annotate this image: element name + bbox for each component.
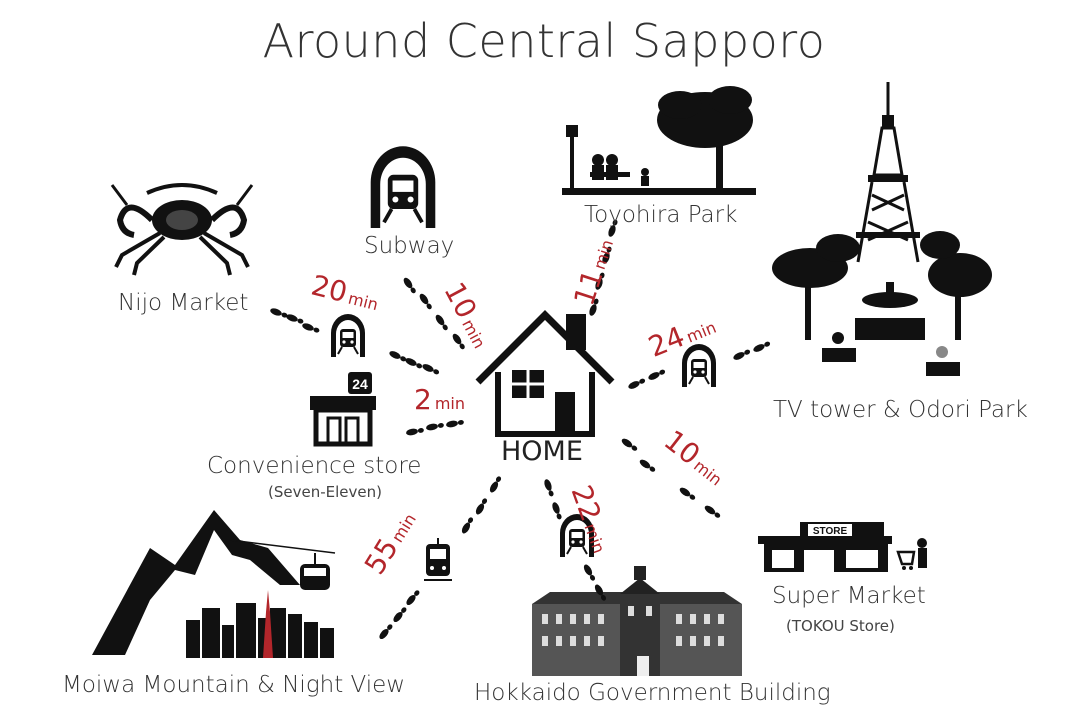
time-unit: min [434,394,465,413]
trees-icon [772,231,992,376]
home-icon [475,310,615,437]
convenience-store-label: Convenience store [207,453,422,479]
supermarket-label: Super Market [772,583,926,609]
park-icon [562,86,756,195]
time-convenience-value: 2 [414,383,432,416]
gov-building-label: Hokkaido Government Building [474,680,831,706]
convenience-store-sub: (Seven-Eleven) [268,483,382,501]
tv-tower-label: TV tower & Odori Park [773,397,1028,423]
supermarket-sub: (TOKOU Store) [786,617,895,635]
subway-icon [330,313,366,358]
moiwa-label: Moiwa Mountain & Night View [62,672,406,698]
page-title: Around Central Sapporo [262,14,826,68]
tv-tower-icon [856,82,920,263]
store-sign-24: 24 [352,376,368,392]
mountain-icon [92,510,336,655]
tram-icon [424,538,452,581]
nijo-market-label: Nijo Market [118,290,249,316]
crab-icon [110,183,254,276]
city-skyline-icon [186,590,334,658]
government-building-icon [532,566,742,676]
home-label: HOME [501,436,583,467]
supermarket-icon: STORE [758,522,927,572]
time-unit: min [346,288,381,315]
store-sign: STORE [813,526,848,537]
subway-icon [368,144,438,230]
convenience-store-icon: 24 [310,372,376,447]
toyohira-park-label: Toyohira Park [584,202,738,228]
subway-label: Subway [364,233,455,259]
